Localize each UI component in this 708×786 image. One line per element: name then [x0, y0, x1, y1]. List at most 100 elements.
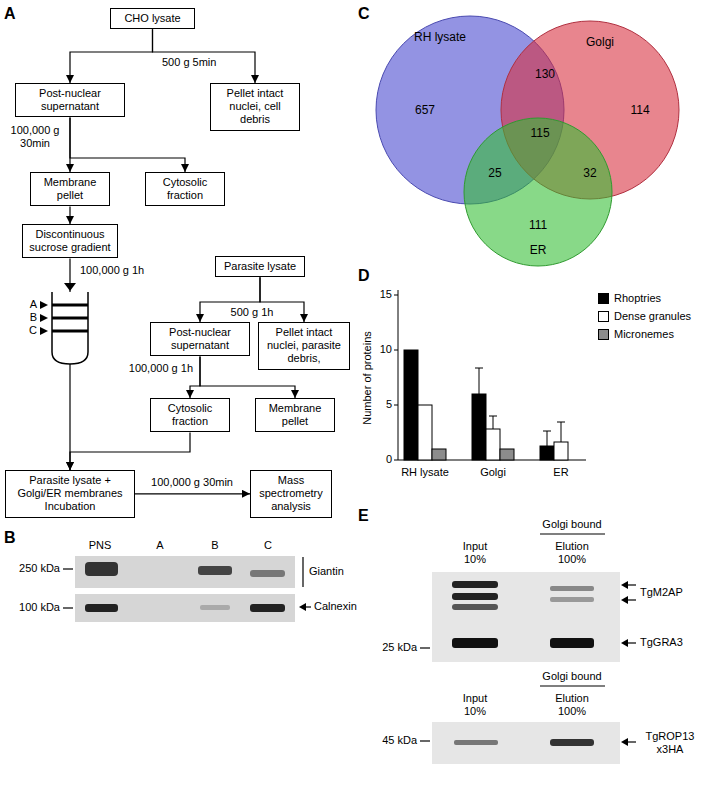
legend-row: Micronemes [598, 328, 658, 341]
node-text: Pellet intact nuclei, parasite debris, [263, 326, 345, 366]
gradient-tube [40, 283, 88, 364]
protein-label: TgGRA3 [640, 636, 683, 649]
overlap-count: 32 [583, 166, 596, 180]
set-count: 114 [630, 103, 649, 117]
flow-connector [69, 206, 70, 224]
blot-band [550, 586, 594, 591]
blot-strip [432, 722, 620, 764]
band-arrow-head [621, 639, 628, 647]
tick-label: 0 [386, 453, 392, 466]
edge-label: 500 g 1h [229, 306, 276, 319]
error-bar [547, 431, 548, 446]
panel-letter: A [4, 4, 16, 23]
legend-row: Rhoptries [598, 292, 645, 305]
process-box: Post-nuclear supernatant [150, 322, 250, 356]
blot-band [550, 638, 594, 648]
process-box: Cytosolic fraction [150, 398, 230, 432]
marker-dash [63, 568, 73, 569]
node-text: Cytosolic fraction [155, 402, 225, 428]
lane-label: A [156, 539, 163, 552]
lane-label: C [264, 539, 272, 552]
blot-strip [432, 572, 620, 662]
band-arrow-head [621, 738, 628, 746]
bar [500, 449, 514, 460]
node-text: Cytosolic fraction [150, 176, 220, 202]
process-box: Pellet intact nuclei, cell debris [210, 83, 300, 131]
marker-dash [420, 740, 430, 741]
overlap-count: 115 [530, 126, 549, 140]
set-name: ER [530, 243, 547, 257]
node-text: Parasite lysate + Golgi/ER membranes Inc… [10, 474, 130, 514]
error-bar [493, 416, 494, 429]
node-text: CHO lysate [115, 12, 190, 25]
size-marker: 100 kDa [19, 601, 60, 614]
error-cap [489, 416, 497, 417]
gradient-band [52, 304, 88, 307]
lane-label: Input 10% [455, 540, 495, 566]
set-count: 111 [529, 218, 547, 232]
group-underline [540, 533, 605, 534]
bar [554, 442, 568, 460]
node-text: Parasite lysate [220, 260, 300, 273]
legend-swatch [598, 329, 609, 340]
blot-band [250, 604, 285, 612]
gradient-band [52, 317, 88, 320]
blot-band [550, 739, 594, 746]
process-box: Mass spectrometry analysis [250, 470, 332, 518]
axis-tick [394, 350, 398, 351]
edge-label: 100,000 g 1h [127, 362, 195, 375]
process-box: Discontinuous sucrose gradient [22, 224, 118, 258]
process-box: Parasite lysate + Golgi/ER membranes Inc… [5, 470, 135, 518]
flow-connector [153, 29, 256, 83]
protein-label: Calnexin [314, 600, 357, 613]
venn-circle-fill [464, 118, 612, 266]
flow-connector [70, 432, 190, 470]
bar [540, 446, 554, 460]
set-name: Golgi [586, 35, 614, 49]
gradient-band [52, 330, 88, 333]
pointer-arrow [40, 314, 48, 322]
node-text: Discontinuous sucrose gradient [27, 228, 113, 254]
protein-label: TgROP13 x3HA [640, 730, 700, 756]
overlap-count: 25 [488, 166, 501, 180]
edge-label: 100,000 g 30min [149, 476, 235, 489]
category-label: ER [553, 466, 568, 479]
error-cap [543, 431, 551, 432]
fraction-label: B [30, 311, 37, 324]
category-label: RH lysate [401, 466, 449, 479]
axis-tick [394, 460, 398, 461]
error-bar [479, 368, 480, 394]
panel-letter: E [358, 506, 369, 525]
set-name: RH lysate [414, 30, 466, 44]
panel-letter: B [4, 528, 16, 547]
legend-text: Micronemes [614, 328, 674, 340]
blot-band [250, 570, 285, 577]
blot-band [452, 581, 498, 588]
fraction-label: A [30, 298, 37, 311]
node-text: Mass spectrometry analysis [255, 474, 327, 514]
group-underline [540, 685, 605, 686]
blot-band [452, 593, 498, 600]
marker-dash [420, 647, 430, 648]
process-box: Membrane pellet [255, 398, 335, 432]
blot-band [85, 604, 118, 612]
panel-letter: D [358, 266, 370, 285]
flow-connector [135, 493, 250, 494]
error-cap [475, 368, 483, 369]
tube-outline [52, 292, 88, 364]
edge-label: 100,000 g 30min [3, 124, 67, 150]
blot-band [452, 638, 498, 648]
size-marker: 45 kDa [382, 734, 417, 747]
bar-chart [394, 290, 586, 460]
protein-label: TgM2AP [640, 586, 683, 599]
set-count: 657 [415, 103, 435, 117]
blot-strip [75, 556, 295, 588]
band-arrow-head [621, 596, 628, 604]
group-label: Golgi bound [542, 518, 601, 531]
bar [432, 449, 446, 460]
pointer-arrow [40, 327, 48, 335]
bar [472, 394, 486, 460]
band-arrow-head [299, 603, 306, 611]
process-box: CHO lysate [110, 8, 195, 29]
